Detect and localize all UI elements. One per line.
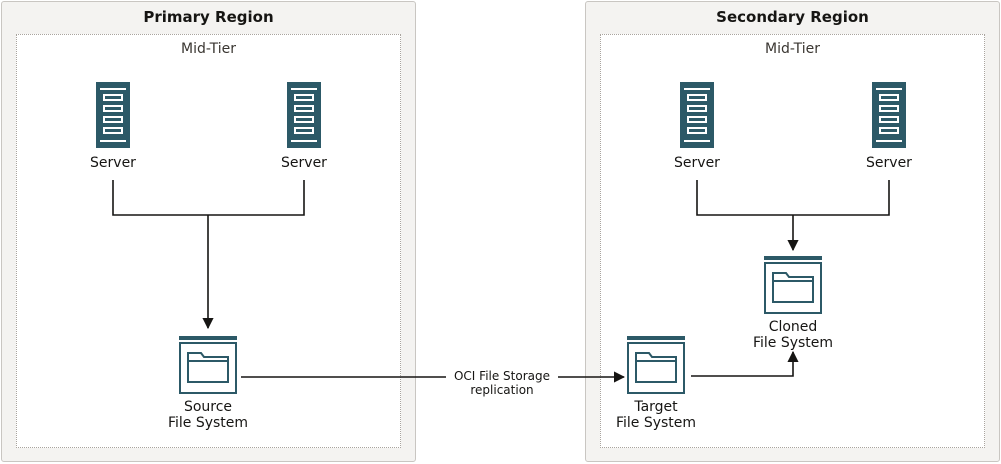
server-icon: [872, 82, 906, 152]
server-icon: [287, 82, 321, 152]
target-to-cloned-arrow: [691, 350, 799, 377]
primary-server-2-label: Server: [281, 155, 327, 171]
primary-server-1-label: Server: [90, 155, 136, 171]
source-file-system-label-line2: File System: [167, 415, 249, 431]
server-icon: [680, 82, 714, 152]
secondary-server-2-label: Server: [866, 155, 912, 171]
secondary-region-title: Secondary Region: [716, 8, 869, 26]
secondary-mid-tier-label: Mid-Tier: [764, 41, 820, 57]
cloned-file-system-label: Cloned File System: [733, 319, 853, 351]
primary-servers-to-source-connector: [112, 180, 305, 216]
primary-region: Primary Region Mid-Tier: [1, 1, 416, 462]
cloned-file-system-label-line1: Cloned: [768, 319, 818, 335]
replication-label: OCI File Storage replication: [446, 369, 558, 397]
source-file-system-label-line1: Source: [183, 399, 233, 415]
target-file-system-label-line2: File System: [615, 415, 697, 431]
cloned-file-system-label-line2: File System: [752, 335, 834, 351]
replication-label-line1: OCI File Storage: [453, 369, 551, 383]
target-file-system-label-line1: Target: [634, 399, 678, 415]
primary-mid-tier-label: Mid-Tier: [180, 41, 236, 57]
source-file-system-label: Source File System: [148, 399, 268, 431]
target-file-system-icon: [627, 336, 685, 398]
replication-label-line2: replication: [470, 383, 534, 397]
secondary-servers-to-cloned-connector: [696, 180, 890, 216]
cloned-file-system-icon: [764, 256, 822, 318]
target-file-system-label: Target File System: [596, 399, 716, 431]
source-file-system-icon: [179, 336, 237, 398]
server-icon: [96, 82, 130, 152]
secondary-server-1-label: Server: [674, 155, 720, 171]
primary-region-title: Primary Region: [143, 8, 274, 26]
